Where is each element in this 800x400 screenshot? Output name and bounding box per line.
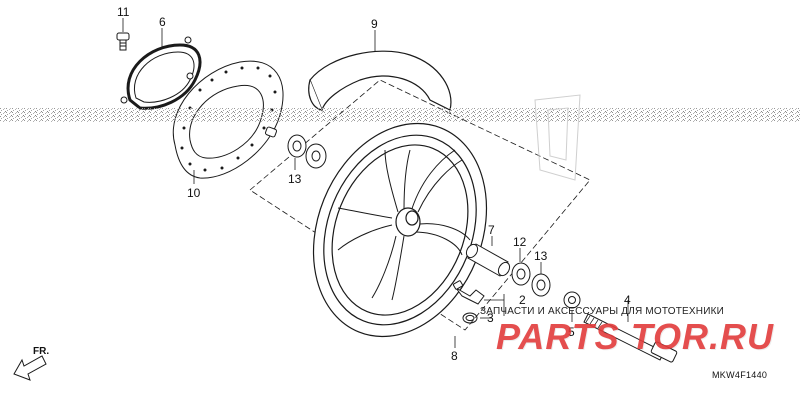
valve-stem-2	[452, 280, 485, 305]
callout-5: 5	[568, 325, 575, 339]
sensor-ring-6	[120, 36, 202, 110]
watermark-caption: ЗАПЧАСТИ И АКСЕССУАРЫ ДЛЯ МОТОТЕХНИКИ	[480, 306, 725, 317]
bolt-11	[116, 32, 130, 51]
front-arrow-icon	[13, 355, 47, 381]
brand-mark-faint	[534, 94, 581, 181]
bearing-13-right	[531, 273, 551, 297]
callout-12: 12	[513, 235, 527, 249]
diagram-code: MKW4F1440	[712, 370, 768, 380]
o-ring-3	[462, 312, 478, 324]
watermark-logo: PARTS TOR.RU	[496, 316, 775, 357]
callout-8: 8	[451, 349, 458, 363]
callout-9: 9	[371, 17, 378, 31]
callout-13a: 13	[288, 172, 302, 186]
callout-2: 2	[519, 293, 526, 307]
spacer-7	[465, 243, 511, 277]
tire-9	[308, 50, 452, 112]
leader-lines	[122, 18, 629, 348]
callout-11: 11	[117, 5, 130, 19]
callout-6: 6	[159, 15, 166, 29]
axle-4	[583, 313, 678, 363]
callout-13b: 13	[534, 249, 548, 263]
callout-4: 4	[624, 293, 631, 307]
bearing-13-left	[264, 126, 327, 169]
bearing-12	[511, 262, 531, 286]
callout-7: 7	[488, 223, 495, 237]
callout-10: 10	[187, 186, 201, 200]
scan-noise-band	[0, 108, 800, 122]
callout-3: 3	[487, 311, 494, 325]
collar-5	[563, 291, 581, 309]
wheel-8	[312, 122, 488, 338]
direction-label: FR.	[33, 346, 50, 357]
